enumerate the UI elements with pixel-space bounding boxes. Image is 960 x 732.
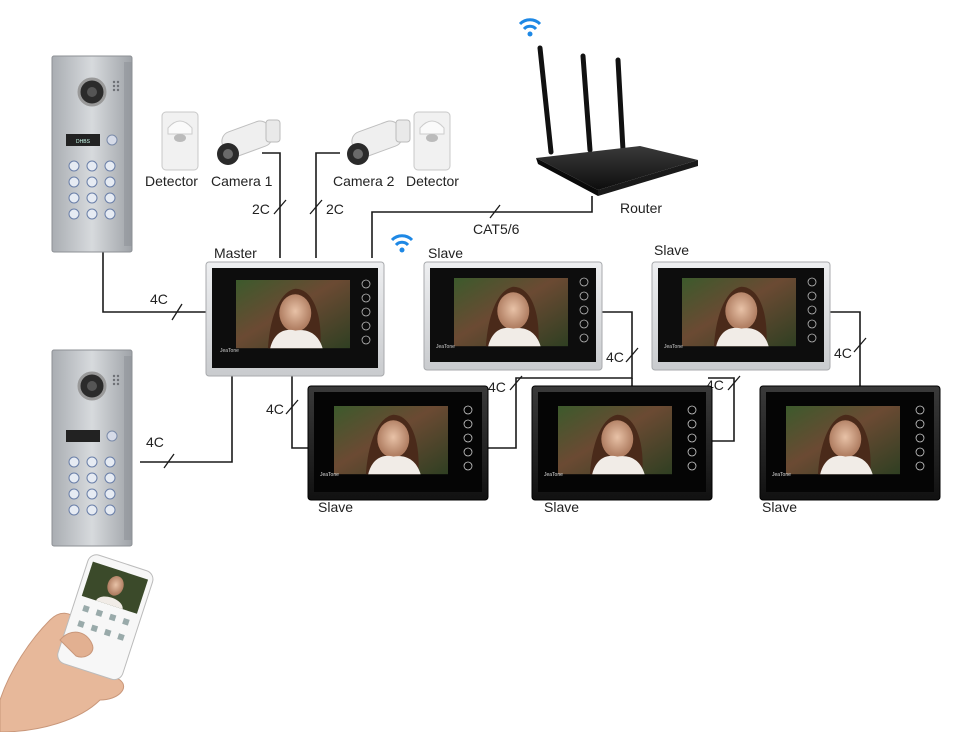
wiring	[102, 152, 867, 469]
wire-label-4c-door1: 4C	[150, 291, 168, 307]
label-slave-top-right: Slave	[654, 242, 689, 258]
camera-2	[347, 119, 411, 165]
touch-buttons	[807, 277, 817, 343]
label-slave-bottom-right: Slave	[762, 499, 797, 515]
label-camera-1: Camera 1	[211, 173, 273, 189]
wire-label-4c-door2: 4C	[146, 434, 164, 450]
wire-master-slave-bl	[291, 376, 310, 449]
camera-1	[217, 119, 281, 165]
monitor-slave-bottom-left: JeaTone	[307, 385, 489, 501]
brand-logo: JeaTone	[220, 348, 239, 354]
wire-label-4c-far: 4C	[834, 345, 852, 361]
door-station-2	[51, 349, 133, 547]
label-slave-bottom-mid: Slave	[544, 499, 579, 515]
wire-door1-master	[102, 250, 210, 313]
brand-logo: JeaTone	[436, 344, 455, 350]
sensor-icon	[174, 134, 186, 142]
monitor-slave-top-mid: JeaTone	[423, 261, 603, 371]
label-slave-top-mid: Slave	[428, 245, 463, 261]
detector-left	[161, 111, 199, 171]
label-camera-2: Camera 2	[333, 173, 395, 189]
brand-logo: JeaTone	[772, 472, 791, 478]
monitor-slave-bottom-right: JeaTone	[759, 385, 941, 501]
wire-label-4c-mid: 4C	[488, 379, 506, 395]
touch-buttons	[463, 405, 473, 471]
keypad	[68, 160, 116, 220]
label-master: Master	[214, 245, 257, 261]
wire-label-cat: CAT5/6	[473, 221, 520, 237]
wire-camera1-master	[262, 152, 281, 258]
smartphone-in-hand	[0, 554, 154, 732]
wifi-icon-master	[390, 234, 414, 253]
wire-slave-tm-bl	[487, 311, 633, 449]
wire-camera2-master	[315, 152, 340, 258]
detector-right	[413, 111, 451, 171]
touch-buttons	[915, 405, 925, 471]
name-display	[66, 430, 100, 442]
wire-label-2c-camera1: 2C	[252, 201, 270, 217]
label-router: Router	[620, 200, 662, 216]
wire-label-4c-master-down: 4C	[266, 401, 284, 417]
app-buttons	[77, 605, 130, 641]
wire-labels: 4C 4C 2C 2C CAT5/6 4C 4C 4C 4C 4C	[146, 201, 852, 450]
touch-buttons	[361, 279, 371, 345]
keypad	[68, 456, 116, 516]
wire-label-4c-mid2: 4C	[606, 349, 624, 365]
touch-buttons	[579, 277, 589, 343]
monitor-slave-bottom-mid: JeaTone	[531, 385, 713, 501]
wire-door2-master	[140, 373, 233, 463]
wifi-icon	[518, 18, 542, 37]
name-display	[66, 134, 100, 146]
label-detector-right: Detector	[406, 173, 459, 189]
label-slave-bottom-left: Slave	[318, 499, 353, 515]
wire-slave-bm	[708, 377, 735, 442]
panel-display-text: DHBS	[76, 139, 91, 145]
monitor-master: JeaTone	[205, 261, 385, 377]
door-station-1: DHBS	[51, 55, 133, 253]
label-detector-left: Detector	[145, 173, 198, 189]
monitor-slave-top-right: JeaTone	[651, 261, 831, 371]
brand-logo: JeaTone	[544, 472, 563, 478]
wire-router-master	[371, 196, 593, 258]
sensor-icon	[426, 134, 438, 142]
router	[518, 18, 698, 196]
wire-slave-tr-br	[829, 311, 861, 388]
wire-label-2c-camera2: 2C	[326, 201, 344, 217]
brand-logo: JeaTone	[664, 344, 683, 350]
touch-buttons	[687, 405, 697, 471]
brand-logo: JeaTone	[320, 472, 339, 478]
